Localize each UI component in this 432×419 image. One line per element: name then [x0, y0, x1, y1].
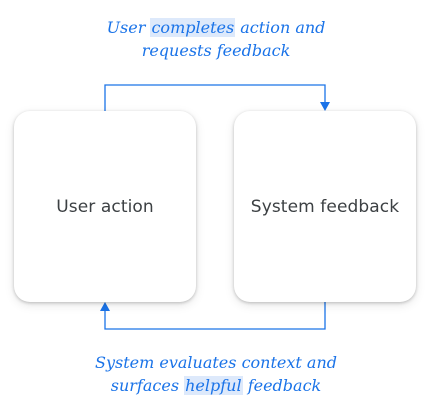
arrow-system-to-user	[104, 302, 326, 330]
user-action-label: User action	[56, 196, 154, 217]
system-feedback-node: System feedback	[234, 111, 416, 302]
arrow-head-down	[320, 102, 330, 111]
top-caption-line-2: requests feedback	[141, 41, 291, 60]
system-feedback-label: System feedback	[250, 196, 400, 217]
top-caption-line-1: User completes action and	[106, 18, 326, 37]
user-action-node: User action	[14, 111, 196, 302]
bottom-caption-line-1: System evaluates context and	[95, 353, 337, 372]
arrow-user-to-system	[104, 84, 326, 111]
arrow-head-up	[100, 302, 110, 311]
highlight-completes: completes	[150, 18, 236, 37]
top-caption: User completes action and requests feedb…	[0, 16, 432, 62]
bottom-caption-line-2: surfaces helpful feedback	[110, 376, 322, 395]
highlight-helpful: helpful	[184, 376, 243, 395]
bottom-caption: System evaluates context and surfaces he…	[0, 351, 432, 397]
